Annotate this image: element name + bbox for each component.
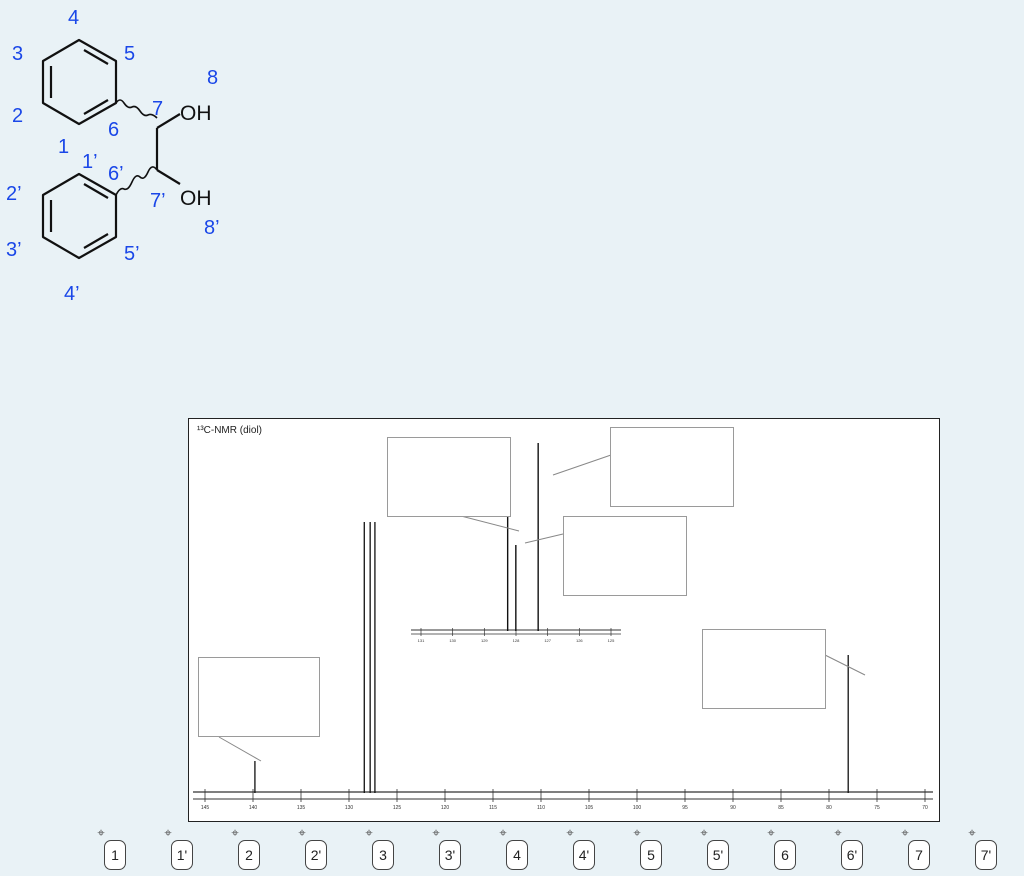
label-chip[interactable]: 6 [774, 840, 796, 870]
label-chip[interactable]: 5' [707, 840, 729, 870]
label-chip-item[interactable]: ⌖6 [766, 824, 806, 876]
atom-number: 1 [58, 136, 69, 158]
move-handle-icon[interactable]: ⌖ [968, 825, 976, 840]
label-chip-item[interactable]: ⌖5 [632, 824, 672, 876]
move-handle-icon[interactable]: ⌖ [767, 825, 775, 840]
label-chip[interactable]: 5 [640, 840, 662, 870]
label-chip-item[interactable]: ⌖1 [96, 824, 136, 876]
x-axis-tick-label: 70 [922, 805, 928, 811]
label-chip[interactable]: 7 [908, 840, 930, 870]
x-axis-tick-label: 110 [537, 805, 545, 811]
label-chip[interactable]: 2' [305, 840, 327, 870]
drop-zone-peak-127-3[interactable] [610, 427, 734, 507]
drop-zone-peak-140[interactable] [198, 657, 320, 737]
x-axis-tick-label: 145 [201, 805, 210, 811]
inset-axis-tick-label: 126 [576, 638, 583, 643]
label-chip[interactable]: 3' [439, 840, 461, 870]
x-axis-tick-label: 90 [730, 805, 736, 811]
x-axis-tick-label: 100 [633, 805, 642, 811]
atom-number: 6 [108, 119, 119, 141]
move-handle-icon[interactable]: ⌖ [365, 825, 373, 840]
nmr-spectrum-plot: 145 140 135 130 125 120 115 110 105 100 95 90 85 80 75… [193, 439, 933, 811]
atom-number: 1’ [82, 151, 98, 173]
nmr-spectrum-panel: 145 140 135 130 125 120 115 110 105 100 95 90 85 80 75… [188, 418, 940, 822]
move-handle-icon[interactable]: ⌖ [231, 825, 239, 840]
x-axis-tick-label: 105 [585, 805, 594, 811]
label-chip[interactable]: 6' [841, 840, 863, 870]
drop-zone-peak-128-2[interactable] [387, 437, 511, 517]
atom-number: 6’ [108, 163, 124, 185]
label-chip[interactable]: 4 [506, 840, 528, 870]
label-chip-item[interactable]: ⌖2 [230, 824, 270, 876]
x-axis-tick-label: 140 [249, 805, 258, 811]
label-chip-item[interactable]: ⌖3 [364, 824, 404, 876]
inset-axis-tick-label: 129 [481, 638, 488, 643]
x-axis-tick-label: 125 [393, 805, 402, 811]
inset-axis-tick-label: 127 [544, 638, 551, 643]
x-axis-tick-label: 80 [826, 805, 832, 811]
hydroxyl-label-top: OH [180, 102, 212, 125]
drop-zone-peak-128-1[interactable] [563, 516, 687, 596]
atom-number: 5 [124, 43, 135, 65]
label-chip-item[interactable]: ⌖7' [967, 824, 1007, 876]
molecule-structure: OH OH 4 3 5 2 1 6 7 8 1’ 6’ 2’ 7’ 8’ 3’ … [6, 7, 220, 305]
atom-number: 3’ [6, 239, 22, 261]
inset-axis-tick-label: 130 [449, 638, 456, 643]
move-handle-icon[interactable]: ⌖ [164, 825, 172, 840]
spectrum-title: ¹³C-NMR (diol) [197, 425, 262, 436]
label-chip[interactable]: 2 [238, 840, 260, 870]
label-chip-tray: ⌖1⌖1'⌖2⌖2'⌖3⌖3'⌖4⌖4'⌖5⌖5'⌖6⌖6'⌖7⌖7' [0, 824, 1024, 876]
label-chip[interactable]: 1 [104, 840, 126, 870]
atom-number: 2 [12, 105, 23, 127]
x-axis-tick-label: 135 [297, 805, 306, 811]
atom-number: 5’ [124, 243, 140, 265]
atom-number: 8’ [204, 217, 220, 239]
atom-number: 7 [152, 98, 163, 120]
atom-number: 3 [12, 43, 23, 65]
atom-number: 4’ [64, 283, 80, 305]
move-handle-icon[interactable]: ⌖ [901, 825, 909, 840]
label-chip[interactable]: 4' [573, 840, 595, 870]
label-chip[interactable]: 3 [372, 840, 394, 870]
atom-number: 7’ [150, 190, 166, 212]
label-chip-item[interactable]: ⌖5' [699, 824, 739, 876]
move-handle-icon[interactable]: ⌖ [566, 825, 574, 840]
move-handle-icon[interactable]: ⌖ [298, 825, 306, 840]
move-handle-icon[interactable]: ⌖ [834, 825, 842, 840]
move-handle-icon[interactable]: ⌖ [432, 825, 440, 840]
label-chip-item[interactable]: ⌖2' [297, 824, 337, 876]
label-chip-item[interactable]: ⌖4' [565, 824, 605, 876]
x-axis-tick-label: 120 [441, 805, 450, 811]
label-chip-item[interactable]: ⌖4 [498, 824, 538, 876]
move-handle-icon[interactable]: ⌖ [97, 825, 105, 840]
hydroxyl-label-bottom: OH [180, 187, 212, 210]
x-axis-tick-label: 95 [682, 805, 688, 811]
move-handle-icon[interactable]: ⌖ [633, 825, 641, 840]
label-chip[interactable]: 1' [171, 840, 193, 870]
atom-number: 4 [68, 7, 79, 29]
atom-number: 8 [207, 67, 218, 89]
atom-number: 2’ [6, 183, 22, 205]
label-chip-item[interactable]: ⌖7 [900, 824, 940, 876]
label-chip[interactable]: 7' [975, 840, 997, 870]
inset-axis-tick-label: 131 [418, 638, 425, 643]
inset-axis-tick-label: 128 [513, 638, 520, 643]
x-axis-tick-label: 85 [778, 805, 784, 811]
inset-axis-tick-label: 125 [608, 638, 615, 643]
move-handle-icon[interactable]: ⌖ [700, 825, 708, 840]
drop-zone-peak-78[interactable] [702, 629, 826, 709]
move-handle-icon[interactable]: ⌖ [499, 825, 507, 840]
label-chip-item[interactable]: ⌖1' [163, 824, 203, 876]
label-chip-item[interactable]: ⌖3' [431, 824, 471, 876]
x-axis-tick-label: 130 [345, 805, 354, 811]
x-axis-tick-label: 75 [874, 805, 880, 811]
x-axis-tick-label: 115 [489, 805, 497, 811]
label-chip-item[interactable]: ⌖6' [833, 824, 873, 876]
